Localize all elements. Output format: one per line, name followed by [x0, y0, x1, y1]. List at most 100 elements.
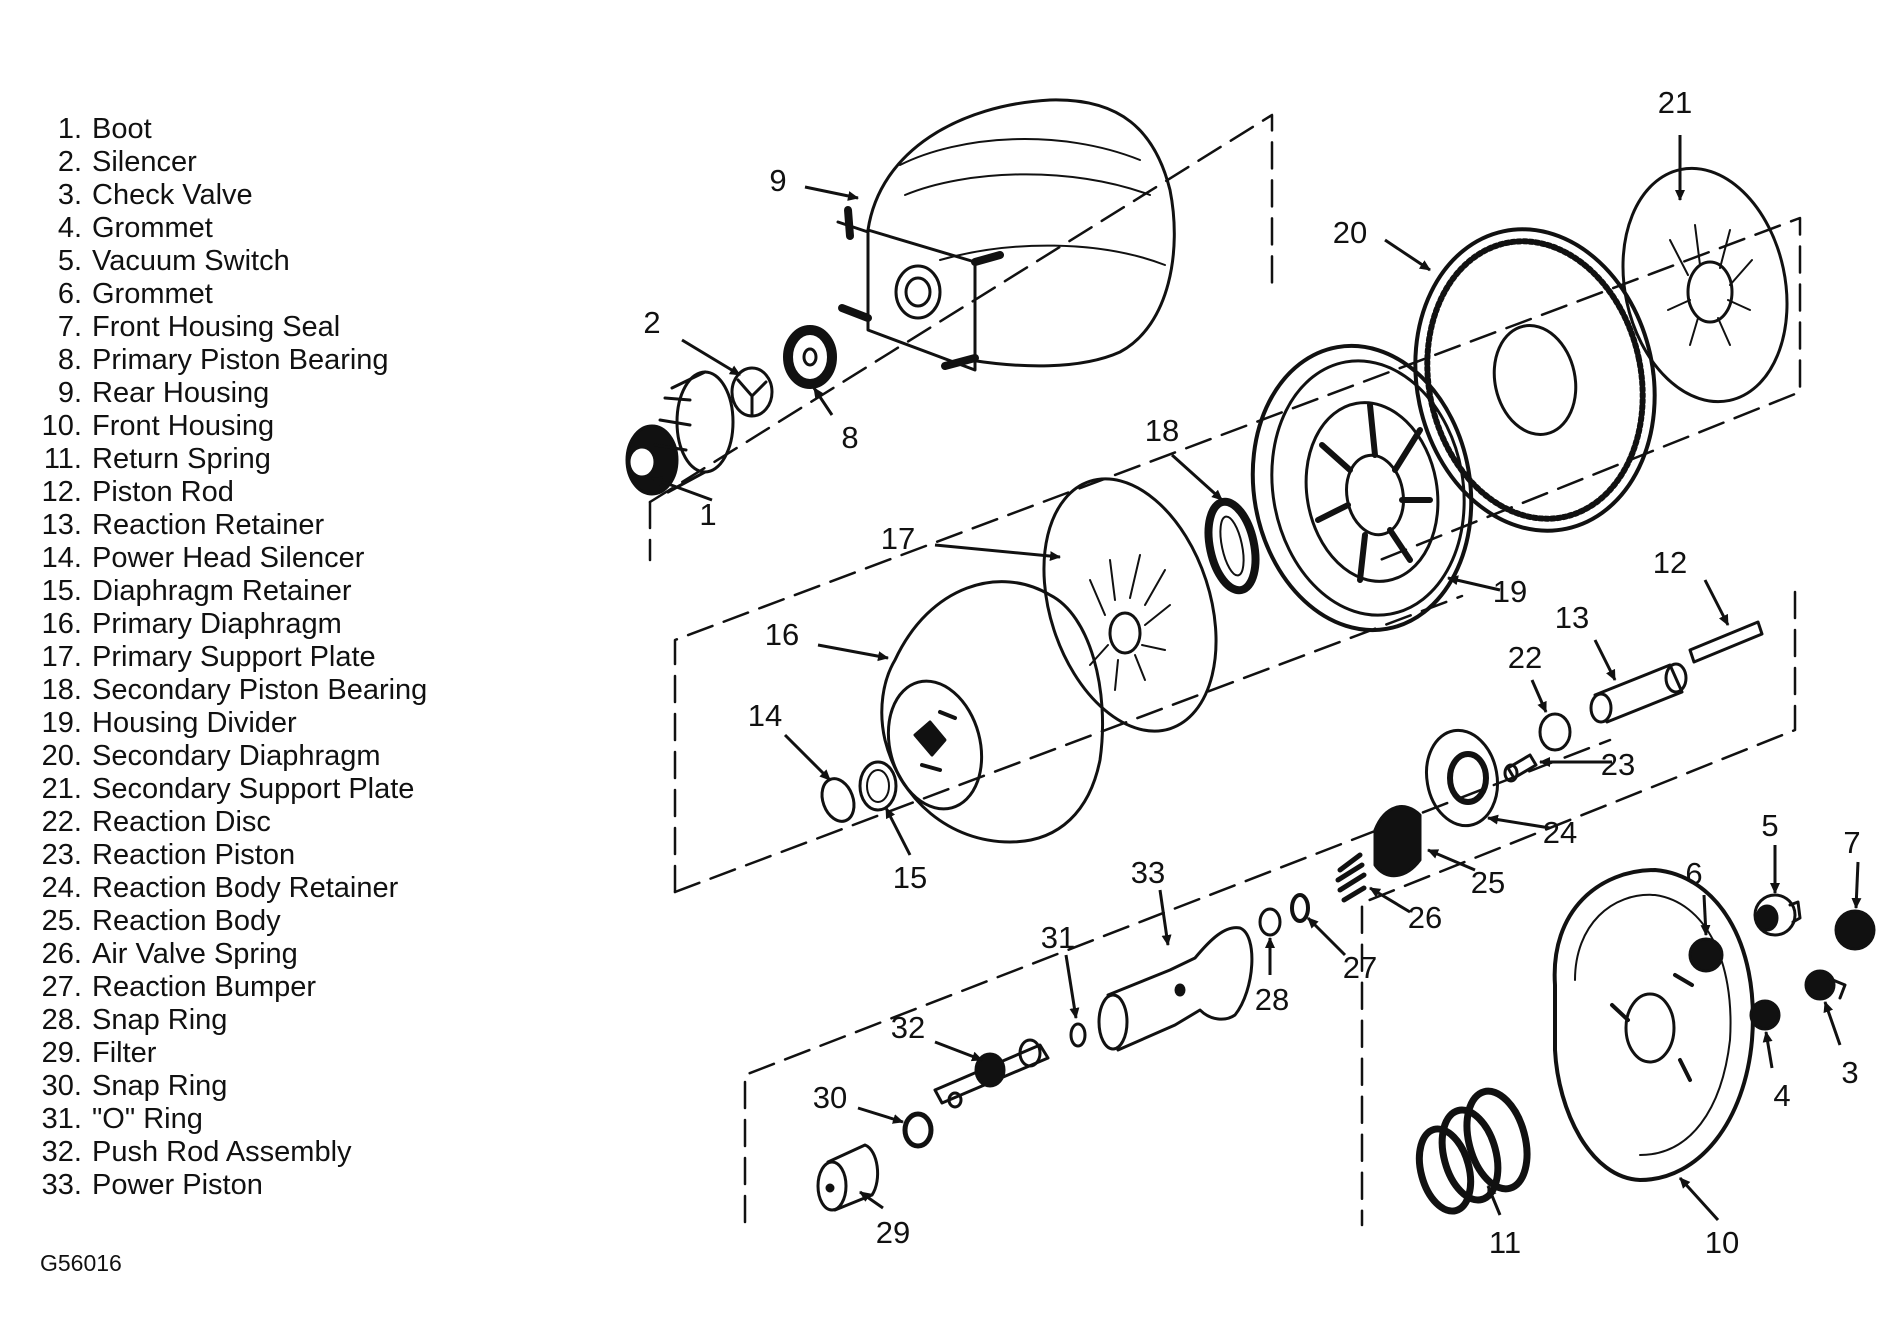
callout-label-4: 4 [1773, 1078, 1790, 1113]
callout-label-22: 22 [1508, 640, 1542, 675]
leader-arrow-31 [1064, 954, 1080, 1019]
callout-label-19: 19 [1493, 574, 1527, 609]
callout-label-6: 6 [1685, 856, 1702, 891]
legend-item: 8.Primary Piston Bearing [38, 344, 427, 377]
legend-label: Grommet [92, 212, 213, 244]
legend-item: 3.Check Valve [38, 179, 427, 212]
legend-label: Power Piston [92, 1169, 263, 1201]
legend-number: 15. [41, 575, 82, 607]
legend-item: 27.Reaction Bumper [38, 971, 427, 1004]
leader-arrow-18 [1170, 453, 1224, 502]
reaction-body-retainer [1425, 728, 1499, 828]
legend-number: 4. [57, 212, 82, 244]
callout-label-20: 20 [1333, 215, 1367, 250]
leader-arrow-13 [1593, 639, 1617, 681]
secondary-diaphragm [1413, 227, 1657, 533]
callout-label-1: 1 [699, 497, 716, 532]
legend-label: Reaction Body Retainer [92, 872, 399, 904]
callout-label-17: 17 [881, 521, 915, 556]
leader-arrow-12 [1703, 579, 1730, 626]
legend-number: 28. [41, 1004, 82, 1036]
legend-number: 8. [57, 344, 82, 376]
callout-label-2: 2 [643, 305, 660, 340]
legend-item: 14.Power Head Silencer [38, 542, 427, 575]
legend-label: Primary Support Plate [92, 641, 376, 673]
legend-number: 9. [57, 377, 82, 409]
legend-number: 26. [41, 938, 82, 970]
callout-label-14: 14 [748, 698, 782, 733]
legend-number: 14. [41, 542, 82, 574]
legend-label: Secondary Diaphragm [92, 740, 381, 772]
leader-arrow-11 [1486, 1185, 1502, 1216]
legend-label: Check Valve [92, 179, 253, 211]
legend-item: 1.Boot [38, 113, 427, 146]
power-head-silencer [820, 777, 856, 823]
legend-number: 17. [41, 641, 82, 673]
leader-arrow-22 [1530, 679, 1548, 713]
legend-number: 22. [41, 806, 82, 838]
leader-arrow-30 [857, 1106, 904, 1124]
leader-arrow-25 [1427, 848, 1476, 872]
snap-ring-30 [902, 1111, 934, 1149]
callout-label-25: 25 [1471, 865, 1505, 900]
leader-arrow-15 [884, 807, 912, 856]
legend-number: 18. [41, 674, 82, 706]
figure-code: G56016 [40, 1250, 122, 1276]
leader-arrow-26 [1369, 886, 1411, 914]
callout-label-26: 26 [1408, 900, 1442, 935]
legend-number: 10. [41, 410, 82, 442]
frame-middle-group [673, 216, 1802, 894]
snap-ring-28 [1258, 907, 1282, 937]
legend-number: 21. [41, 773, 82, 805]
legend-number: 24. [41, 872, 82, 904]
callout-label-7: 7 [1843, 825, 1860, 860]
legend-label: Reaction Retainer [92, 509, 325, 541]
legend-item: 33.Power Piston [38, 1169, 427, 1202]
legend-label: Return Spring [92, 443, 271, 475]
leader-arrow-4 [1762, 1031, 1774, 1069]
return-spring [1415, 1087, 1531, 1215]
legend-number: 25. [41, 905, 82, 937]
callout-label-32: 32 [891, 1010, 925, 1045]
legend-label: Reaction Body [92, 905, 281, 937]
legend-number: 12. [41, 476, 82, 508]
legend-label: Secondary Piston Bearing [92, 674, 428, 706]
legend-label: Front Housing Seal [92, 311, 341, 343]
callout-label-31: 31 [1041, 920, 1075, 955]
legend-item: 30. Snap Ring [38, 1070, 427, 1103]
legend-label: "O" Ring [92, 1103, 203, 1135]
legend-label: Boot [92, 113, 152, 145]
callout-label-3: 3 [1841, 1055, 1858, 1090]
legend-item: 32.Push Rod Assembly [38, 1136, 427, 1169]
legend-label: Snap Ring [92, 1070, 228, 1102]
leader-arrow-7 [1851, 861, 1862, 909]
grommet-6 [1688, 937, 1724, 973]
legend-label: Housing Divider [92, 707, 297, 739]
legend-item: 22.Reaction Disc [38, 806, 427, 839]
legend-label: Rear Housing [92, 377, 270, 409]
vacuum-switch [1753, 893, 1802, 937]
reaction-piston [1503, 753, 1538, 783]
leader-arrow-16 [817, 643, 889, 662]
legend-number: 16. [41, 608, 82, 640]
piston-rod [1688, 620, 1764, 664]
legend-label: Reaction Piston [92, 839, 296, 871]
callout-label-5: 5 [1761, 808, 1778, 843]
callout-label-11: 11 [1489, 1225, 1521, 1260]
leader-arrow-1 [651, 476, 713, 502]
legend-item: 19.Housing Divider [38, 707, 427, 740]
leader-arrow-9 [804, 185, 859, 201]
callout-label-29: 29 [876, 1215, 910, 1250]
callout-label-24: 24 [1543, 815, 1577, 850]
leader-arrow-8 [812, 387, 834, 416]
secondary-piston-bearing [1204, 497, 1260, 595]
legend-item: 18. Secondary Piston Bearing [38, 674, 428, 707]
diaphragm-retainer [858, 760, 898, 812]
legend-item: 10.Front Housing [38, 410, 427, 443]
reaction-disc [1538, 712, 1572, 752]
leader-arrow-19 [1447, 575, 1501, 592]
legend-item: 24. Reaction Body Retainer [38, 872, 427, 905]
housing-divider [1250, 343, 1474, 633]
legend-number: 30. [41, 1070, 82, 1102]
